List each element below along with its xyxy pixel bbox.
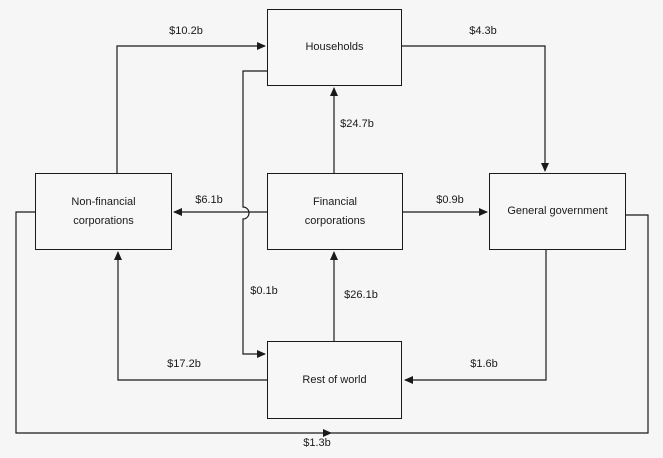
flow-amount-government-to-restofworld: $1.6b (470, 358, 498, 370)
flow-arrow-households-to-restofworld (242, 70, 267, 358)
node-households-label: Households (305, 41, 364, 53)
flow-arrow-restofworld-to-nonfinancial (114, 251, 267, 381)
node-financial-corporations-label: Financial corporations (304, 195, 366, 227)
flow-amount-financial-to-government: $0.9b (436, 194, 464, 206)
flow-amount-nonfinancial-to-government-loop: $1.3b (303, 437, 331, 449)
node-non-financial-corporations: Non-financial corporations (35, 173, 172, 250)
node-rest-of-world-label: Rest of world (302, 373, 367, 386)
node-rest-of-world: Rest of world (267, 341, 402, 419)
node-general-government-label: General government (507, 205, 608, 217)
flow-amount-households-to-government: $4.3b (469, 25, 497, 37)
flow-amount-financial-to-nonfinancial: $6.1b (195, 194, 223, 206)
flow-amount-restofworld-to-financial: $26.1b (344, 289, 378, 301)
flow-amount-financial-to-households: $24.7b (340, 118, 374, 130)
flow-arrow-nonfinancial-to-households (116, 42, 266, 173)
flow-arrow-households-to-government (402, 45, 549, 172)
flow-arrow-government-to-restofworld (404, 250, 547, 384)
flow-amount-households-to-restofworld: $0.1b (250, 285, 278, 297)
node-households: Households (267, 9, 402, 86)
flow-amount-restofworld-to-nonfinancial: $17.2b (167, 358, 201, 370)
node-financial-corporations: Financial corporations (267, 173, 403, 250)
node-general-government: General government (489, 173, 626, 250)
flow-arrowhead-bottom-loop (323, 429, 332, 437)
node-non-financial-corporations-label: Non-financial corporations (71, 195, 136, 227)
flow-amount-nonfinancial-to-households: $10.2b (169, 25, 203, 37)
